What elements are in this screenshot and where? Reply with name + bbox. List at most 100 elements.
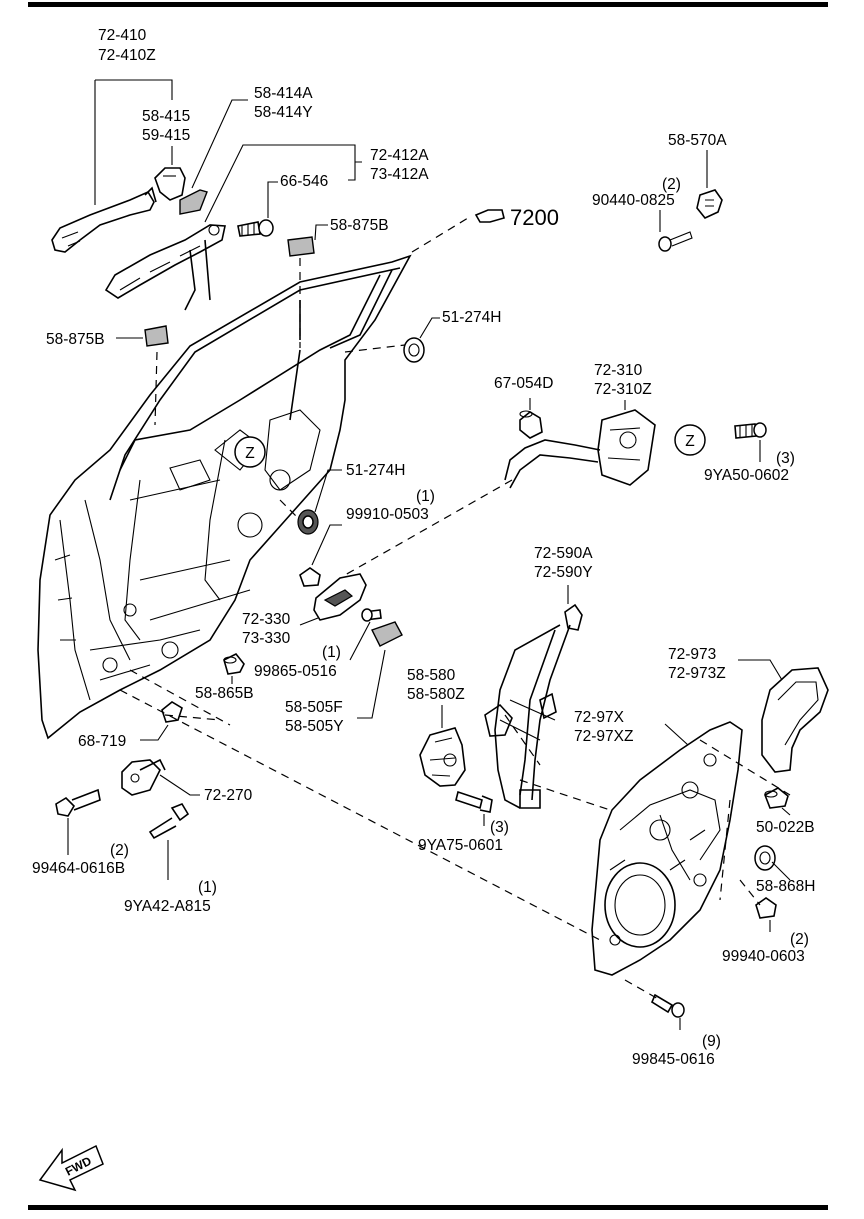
reference-z-right-label: Z — [685, 433, 694, 450]
door-panel — [37, 254, 412, 740]
label-qty-2c: (2) — [790, 931, 809, 948]
label-51-274h-top: 51-274H — [442, 309, 501, 326]
cover-58-505f — [371, 621, 403, 647]
label-72-412a: 72-412A — [370, 147, 429, 164]
ring-51-274h-top — [403, 337, 425, 363]
label-72-270: 72-270 — [204, 787, 253, 804]
label-73-330: 73-330 — [242, 630, 291, 647]
handle-gasket — [179, 189, 208, 215]
label-qty-3a: (3) — [776, 450, 795, 467]
label-68-719: 68-719 — [78, 733, 126, 750]
clip-50-022b — [764, 787, 789, 809]
label-99464-0616b: 99464-0616B — [32, 860, 125, 877]
labels: 72-410 72-410Z 58-415 59-415 58-414A 58-… — [32, 27, 815, 1179]
sealing-72-973 — [761, 667, 829, 773]
label-99910-0503: 99910-0503 — [346, 506, 429, 523]
label-58-414a: 58-414A — [254, 85, 313, 102]
label-qty-3b: (3) — [490, 819, 509, 836]
bumper-67-054d — [519, 410, 543, 439]
label-58-580: 58-580 — [407, 667, 456, 684]
label-50-022b: 50-022B — [756, 819, 815, 836]
label-58-875b-top: 58-875B — [330, 217, 389, 234]
leader-51-274h-top — [419, 317, 440, 339]
label-72-97xz: 72-97XZ — [574, 728, 633, 745]
bolt-9ya42 — [148, 803, 190, 840]
label-59-415: 59-415 — [142, 127, 190, 144]
dashed-leaders — [119, 217, 791, 1001]
clip-68-719 — [161, 701, 183, 723]
leader-72-97x — [664, 723, 689, 746]
label-72-310: 72-310 — [594, 362, 643, 379]
check-link-bracket — [121, 758, 166, 796]
label-90440-0825: 90440-0825 — [592, 192, 675, 209]
label-qty-1a: (1) — [416, 488, 435, 505]
leader-58-875b-top — [314, 224, 328, 241]
clip-58-865b — [223, 652, 245, 675]
gasket-58-868h — [754, 845, 776, 871]
top-border — [28, 2, 828, 7]
leader-72-412a — [204, 144, 362, 223]
clip-58-570a — [696, 189, 723, 219]
inside-handle — [313, 573, 367, 621]
label-9ya42-a815: 9YA42-A815 — [124, 898, 211, 915]
pad-58-875b-left — [144, 325, 169, 347]
label-qty-2b: (2) — [110, 842, 129, 859]
label-99865-0516: 99865-0516 — [254, 663, 337, 680]
leader-58-414a — [191, 99, 248, 189]
leader-50-022b — [781, 807, 791, 816]
label-72-330: 72-330 — [242, 611, 291, 628]
nut-99910 — [299, 567, 321, 587]
leader-72-270 — [159, 774, 200, 796]
label-99940-0603: 99940-0603 — [722, 948, 805, 965]
label-58-414y: 58-414Y — [254, 104, 313, 121]
label-67-054d: 67-054D — [494, 375, 553, 392]
label-72-410z: 72-410Z — [98, 47, 156, 64]
label-58-868h: 58-868H — [756, 878, 815, 895]
leader-72-410 — [94, 79, 173, 205]
label-73-412a: 73-412A — [370, 166, 429, 183]
label-9ya50-0602: 9YA50-0602 — [704, 467, 789, 484]
label-66-546: 66-546 — [280, 173, 328, 190]
label-qty-2a: (2) — [662, 176, 681, 193]
leader-58-505f — [357, 649, 386, 719]
leader-99910 — [311, 524, 342, 566]
label-58-865b: 58-865B — [195, 685, 254, 702]
label-7200: 7200 — [510, 205, 559, 230]
label-72-410: 72-410 — [98, 27, 147, 44]
handle-frame — [104, 224, 226, 311]
leader-72-973 — [738, 659, 783, 681]
window-regulator — [484, 603, 583, 809]
leader-68-719 — [140, 724, 169, 741]
reference-z-door-label: Z — [245, 445, 254, 462]
label-72-590a: 72-590A — [534, 545, 593, 562]
leader-66-546 — [267, 181, 278, 218]
leader-51-274h-mid — [314, 469, 342, 513]
label-51-274h-mid: 51-274H — [346, 462, 405, 479]
label-qty-9: (9) — [702, 1033, 721, 1050]
outer-door-handle — [51, 186, 157, 253]
label-72-973: 72-973 — [668, 646, 716, 663]
module-carrier-plate — [591, 721, 743, 976]
door-latch — [504, 409, 656, 489]
screw-99845 — [650, 993, 685, 1018]
screw-9ya50 — [734, 422, 767, 439]
leader-58-868h — [771, 861, 791, 881]
bolt-9ya75 — [455, 790, 493, 813]
screw-90440 — [658, 231, 693, 252]
label-58-875b-left: 58-875B — [46, 331, 105, 348]
bottom-border — [28, 1205, 828, 1210]
label-qty-1b: (1) — [322, 644, 341, 661]
bolt-99464 — [55, 788, 101, 817]
label-99845-0616: 99845-0616 — [632, 1051, 715, 1068]
label-9ya75-0601: 9YA75-0601 — [418, 837, 503, 854]
nut-99940 — [755, 897, 777, 919]
leader-99865 — [349, 621, 371, 661]
label-72-310z: 72-310Z — [594, 381, 652, 398]
label-58-505f: 58-505F — [285, 699, 343, 716]
leader-72-330 — [299, 617, 319, 626]
label-qty-1c: (1) — [198, 879, 217, 896]
reference-z-door-circle — [234, 436, 266, 468]
screw-99865 — [361, 608, 382, 622]
